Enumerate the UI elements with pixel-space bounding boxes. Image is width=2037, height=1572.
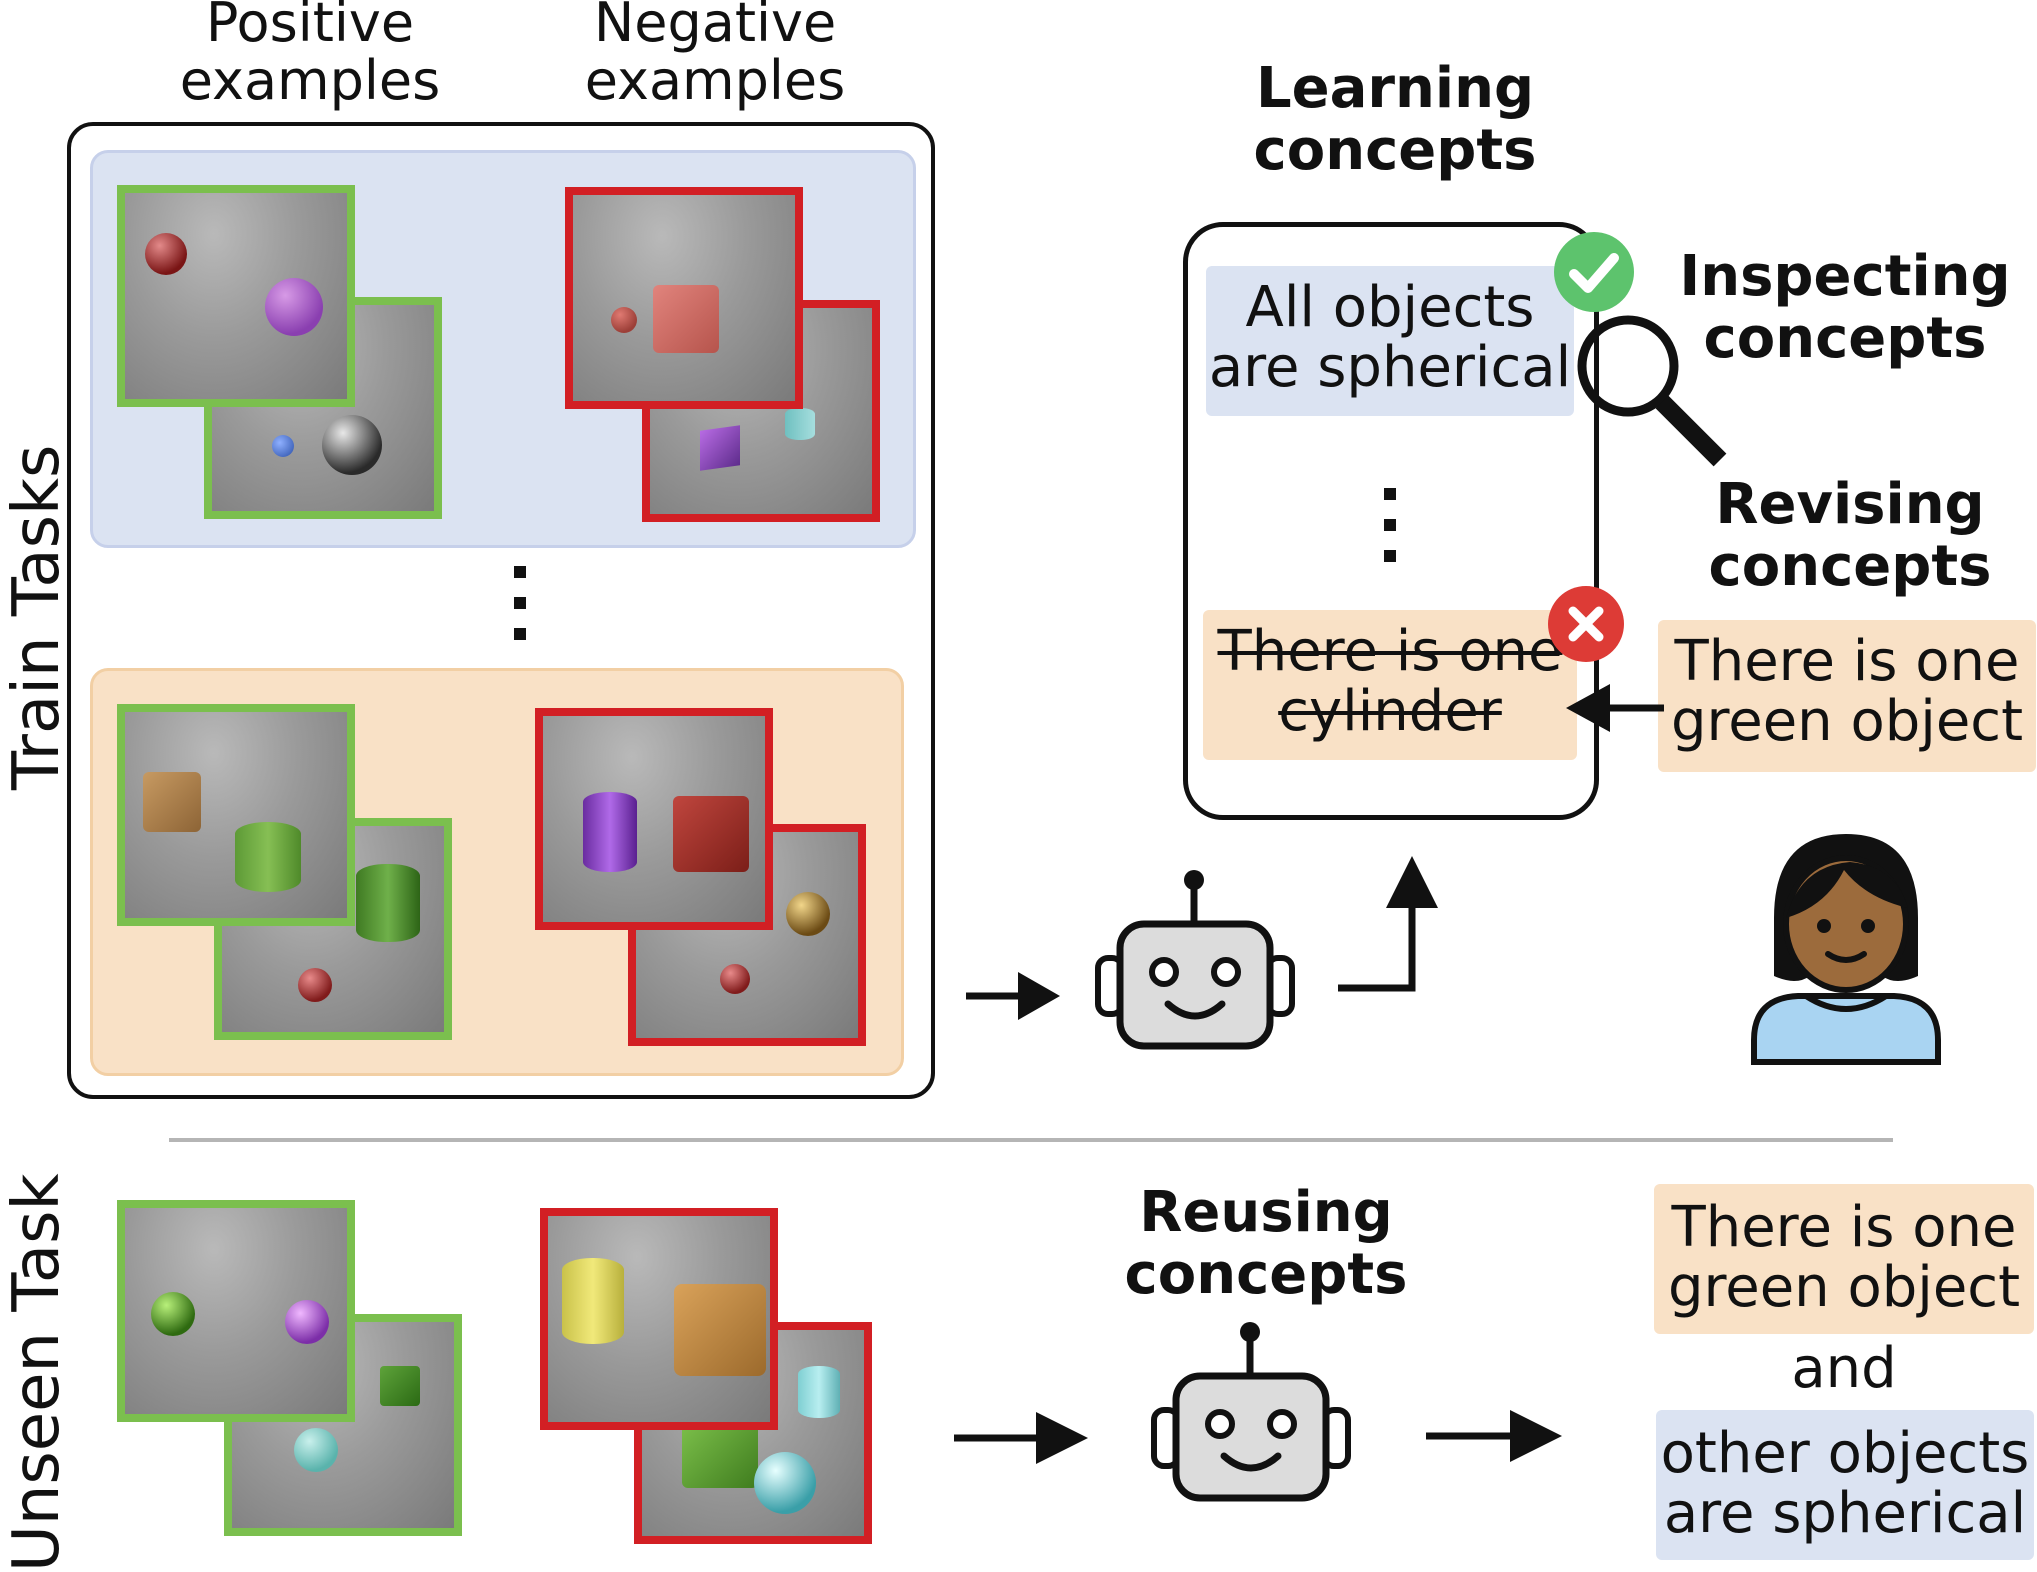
section-divider (169, 1138, 1893, 1142)
train-tasks-label: Train Tasks (0, 444, 74, 790)
arrow-icon (1338, 856, 1438, 992)
negative-header-text: Negative examples (584, 0, 846, 112)
robot-icon (1095, 870, 1295, 1050)
positive-example-image (117, 704, 355, 926)
unseen-task-label: Unseen Task (0, 1173, 74, 1572)
negative-example-image (535, 708, 773, 930)
revising-concepts-label: Revising concepts (1708, 472, 1992, 599)
concepts-panel (1183, 222, 1599, 820)
positive-examples-header: Positive examples (150, 0, 470, 110)
magnifier-icon (1577, 315, 1727, 467)
negative-example-image (565, 187, 803, 409)
output-concept-spherical[interactable]: other objects are spherical (1656, 1410, 2034, 1560)
person-icon (1751, 834, 1941, 1065)
positive-example-image (117, 185, 355, 407)
green-cylinder-object (356, 864, 420, 942)
reusing-concepts-label: Reusing concepts (1124, 1180, 1408, 1307)
ellipsis-dots (1384, 488, 1396, 581)
check-icon (1554, 232, 1634, 312)
ellipsis-dots (514, 566, 526, 659)
arrow-icon (954, 1412, 1088, 1464)
revised-concept[interactable]: There is one green object (1658, 620, 2036, 772)
output-and-text: and (1791, 1336, 1897, 1401)
output-concept-green[interactable]: There is one green object (1654, 1184, 2034, 1334)
arrow-icon (966, 972, 1060, 1020)
arrow-icon (1566, 684, 1664, 732)
negative-example-image (540, 1208, 778, 1430)
robot-icon (1151, 1322, 1351, 1502)
learning-concepts-label: Learning concepts (1253, 56, 1537, 183)
positive-header-text: Positive examples (179, 0, 441, 112)
concept-cylinder-struck[interactable]: There is one cylinder (1203, 610, 1577, 760)
inspecting-concepts-label: Inspecting concepts (1679, 244, 2011, 371)
arrow-icon (1426, 1410, 1562, 1462)
negative-examples-header: Negative examples (560, 0, 870, 110)
cross-icon (1548, 586, 1624, 662)
positive-example-image (117, 1200, 355, 1422)
train-tasks-panel (67, 122, 935, 1099)
concept-spherical[interactable]: All objects are spherical (1206, 266, 1574, 416)
